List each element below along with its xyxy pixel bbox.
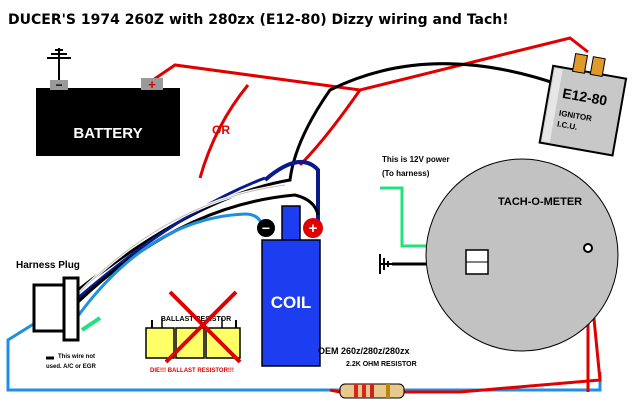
harness-plug [32,276,80,342]
blue-wire-coil-neg [76,212,265,317]
battery-neg-terminal [50,80,68,90]
tach-signal-pin [583,243,593,253]
battery-neg-label: − [55,78,62,92]
green-wire-harness [80,316,102,332]
red-wire-resistor-tach [329,257,602,394]
coil-body [261,239,321,367]
diagram-title: DUCER'S 1974 260Z with 280zx (E12-80) Di… [8,12,509,28]
resistor-line2: 2.2K OHM RESISTOR [346,361,417,368]
coil-neg-terminal [257,219,275,237]
red-wire-alt-right [298,89,362,167]
tachometer [425,158,619,352]
ballast-cross-icon [164,290,242,364]
harness-label: Harness Plug [16,260,80,271]
coil-top [281,205,301,243]
wire-or-label: OR [212,123,230,137]
resistor-2-2k [339,383,405,399]
igniter-body [538,64,628,157]
battery-body [36,88,180,156]
blue-wire-bottom [6,318,602,392]
ignition-coil: COIL − + [257,205,323,367]
battery-pos-label: + [148,77,156,92]
red-wire-battery-to-igniter [149,36,589,92]
battery-label: BATTERY [73,125,142,142]
harness-plug-body [32,283,68,333]
wire-note-line2: used. A/C or EGR [46,364,96,370]
battery: − + BATTERY [36,77,180,156]
igniter-module: E12-80 IGNITOR I.C.U. [538,52,628,157]
navy-wire-coil [263,160,320,222]
igniter-line2: I.C.U. [556,119,578,131]
resistor-line1: OEM 260z/280z/280zx [318,346,410,356]
coil-pos-label: + [309,220,318,237]
white-wire-edge [77,184,286,295]
tach-label: TACH-O-METER [498,196,582,208]
battery-pos-terminal [141,78,163,90]
coil-neg-label: − [262,220,270,236]
ballast-die-label: DIE!!! BALLAST RESISTOR!!! [150,368,234,374]
harness-plug-flange [62,276,80,342]
tach-ground-icon [379,254,392,274]
red-wire-alt-top [198,84,250,179]
igniter-terminal-2 [589,56,606,78]
power-note-line2: (To harness) [382,169,430,178]
coil-label: COIL [271,293,312,312]
wire-note-line1: This wire not [58,354,95,360]
battery-ground-icon [47,48,71,80]
igniter-code: E12-80 [561,85,608,109]
igniter-terminal-1 [571,52,589,74]
coil-pos-terminal [303,218,323,238]
navy-wire-harness [77,176,266,300]
power-note-line1: This is 12V power [382,155,450,164]
